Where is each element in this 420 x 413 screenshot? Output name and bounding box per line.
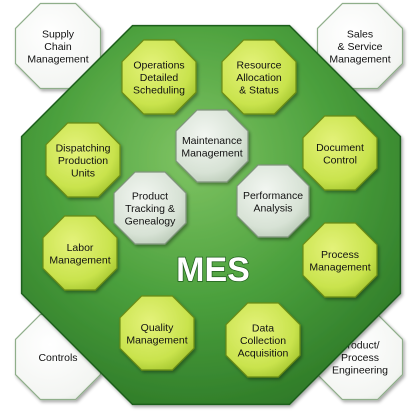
supply-chain-management-shape — [14, 2, 102, 90]
resource-allocation-status-label-line: Resource — [237, 60, 282, 72]
process-management-label-line: Management — [309, 261, 370, 273]
resource-allocation-status-label-line: Allocation — [236, 72, 282, 84]
dispatching-production-units-label-line: Units — [71, 168, 95, 180]
mes-center-label: MES — [176, 251, 250, 289]
process-management-label-line: Process — [321, 249, 359, 261]
maintenance-management-label-line: Management — [181, 147, 242, 159]
product-tracking-genealogy-label-line: Product — [132, 191, 168, 203]
supply-chain-management-label-line: Management — [27, 54, 88, 66]
resource-allocation-status-shape — [221, 39, 297, 115]
supply-chain-management-label-line: Chain — [44, 41, 72, 53]
mes-main-octagon — [20, 24, 402, 406]
document-control-label-line: Control — [323, 154, 357, 166]
operations-detailed-scheduling-shape — [121, 39, 197, 115]
dispatching-production-units-shape — [45, 122, 121, 198]
maintenance-management-shape — [175, 109, 249, 183]
dispatching-production-units-label-line: Production — [58, 155, 108, 167]
operations-detailed-scheduling-label-line: Scheduling — [133, 85, 185, 97]
quality-management-label-line: Management — [126, 334, 187, 346]
operations-detailed-scheduling-label-line: Operations — [133, 60, 184, 72]
data-collection-acquisition-label-line: Data — [252, 323, 274, 335]
performance-analysis-shape — [236, 164, 310, 238]
maintenance-management-label-line: Maintenance — [182, 135, 242, 147]
product-tracking-genealogy-label-line: Tracking & — [125, 203, 175, 215]
document-control-shape — [302, 115, 378, 191]
data-collection-acquisition-label-line: Acquisition — [238, 348, 289, 360]
labor-management-shape — [42, 215, 118, 291]
supply-chain-management-label-line: Supply — [42, 29, 75, 41]
sales-service-management-label-line: & Service — [338, 41, 383, 53]
document-control-label-line: Document — [316, 142, 364, 154]
operations-detailed-scheduling-label-line: Detailed — [140, 72, 179, 84]
sales-service-management-label-line: Management — [329, 54, 390, 66]
labor-management-label-line: Labor — [67, 242, 94, 254]
sales-service-management-label-line: Sales — [347, 29, 373, 41]
resource-allocation-status-label-line: & Status — [239, 85, 279, 97]
quality-management-shape — [119, 295, 195, 371]
product-process-engineering-label-line: Process — [341, 352, 379, 364]
controls-label-line: Controls — [38, 352, 77, 364]
dispatching-production-units-label-line: Dispatching — [56, 143, 111, 155]
data-collection-acquisition-label-line: Collection — [240, 335, 286, 347]
process-management-shape — [302, 222, 378, 298]
quality-management-label-line: Quality — [141, 322, 174, 334]
performance-analysis-label-line: Performance — [243, 190, 303, 202]
product-process-engineering-label-line: Engineering — [332, 365, 388, 377]
product-tracking-genealogy-label-line: Genealogy — [125, 216, 177, 228]
data-collection-acquisition-shape — [225, 302, 301, 378]
labor-management-label-line: Management — [49, 254, 110, 266]
product-tracking-genealogy-shape — [113, 171, 187, 245]
sales-service-management-shape — [316, 2, 404, 90]
performance-analysis-label-line: Analysis — [253, 202, 292, 214]
